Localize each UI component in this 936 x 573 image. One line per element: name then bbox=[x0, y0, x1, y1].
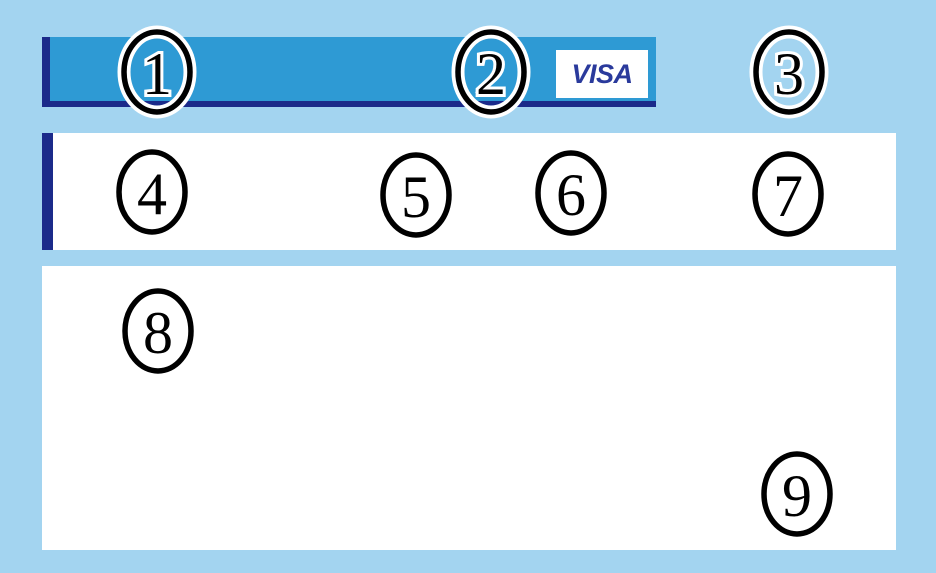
annotation-marker-3: 3 bbox=[746, 22, 832, 122]
visa-logo: VISA bbox=[556, 50, 648, 98]
content-area[interactable] bbox=[42, 266, 896, 550]
info-row[interactable] bbox=[42, 133, 896, 250]
visa-wordmark: VISA bbox=[571, 58, 633, 89]
annotation-marker-label-3: 3 bbox=[774, 41, 804, 107]
